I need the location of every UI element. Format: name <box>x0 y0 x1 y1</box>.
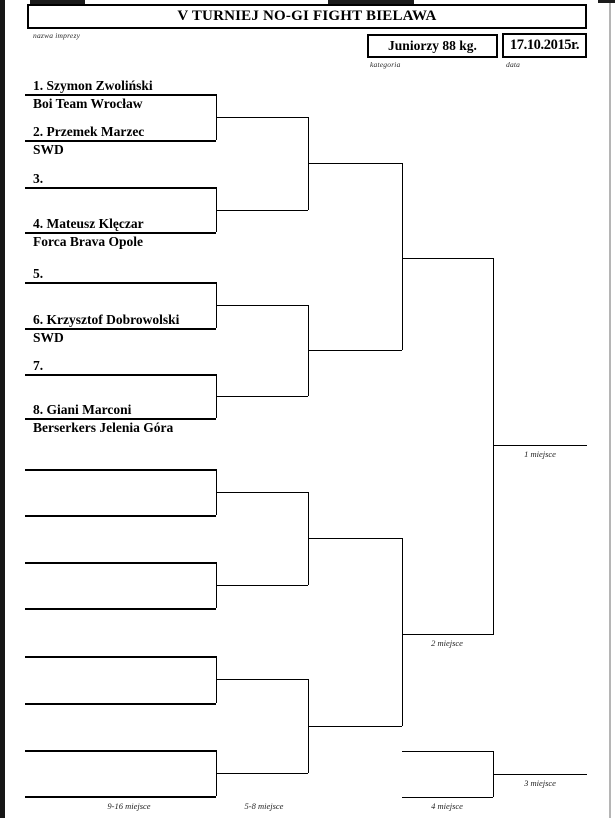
round2-line <box>216 305 308 307</box>
event-title-caption: nazwa imprezy <box>33 31 81 40</box>
round2-line <box>216 492 308 494</box>
date-caption: data <box>506 60 521 69</box>
round2-line <box>216 396 308 398</box>
slot-9-line <box>25 469 216 471</box>
round2-line <box>216 679 308 681</box>
slot-5-name: 5. <box>33 266 44 281</box>
event-title-box: V TURNIEJ NO-GI FIGHT BIELAWA <box>27 4 587 29</box>
upper-finalist-line <box>402 258 493 260</box>
slot-4-name: 4. Mateusz Klęczar <box>33 216 144 231</box>
slot-6-line <box>25 328 216 330</box>
slot-3-name: 3. <box>33 171 44 186</box>
slot-7-name: 7. <box>33 358 44 373</box>
page-right-edge <box>609 0 611 818</box>
slot-1-club: Boi Team Wrocław <box>33 96 143 111</box>
semifinal-connector <box>402 538 404 726</box>
slot-7-line <box>25 374 216 376</box>
place-3-label: 3 miejsce <box>524 778 556 788</box>
slot-12-line <box>25 608 216 610</box>
slot-4-line <box>25 232 216 234</box>
slot-3-line <box>25 187 216 189</box>
semifinal-line <box>308 726 402 728</box>
place-4-label: 4 miejsce <box>431 801 463 811</box>
slot-13-line <box>25 656 216 658</box>
slot-8-line <box>25 418 216 420</box>
page-left-border <box>0 0 5 818</box>
round1-connector <box>216 187 218 232</box>
slot-6-name: 6. Krzysztof Dobrowolski <box>33 312 180 327</box>
final-connector <box>493 258 495 635</box>
slot-1-name: 1. Szymon Zwoliński <box>33 78 153 93</box>
places-9-16-label: 9-16 miejsce <box>107 801 151 811</box>
category-box: Juniorzy 88 kg. <box>367 34 498 58</box>
scan-artifact <box>598 0 615 3</box>
date-value: 17.10.2015r. <box>509 37 580 53</box>
slot-8-name: 8. Giani Marconi <box>33 402 132 417</box>
places-5-8-label: 5-8 miejsce <box>244 801 284 811</box>
slot-11-line <box>25 562 216 564</box>
event-title: V TURNIEJ NO-GI FIGHT BIELAWA <box>177 8 437 24</box>
place-1-label: 1 miejsce <box>524 449 556 459</box>
round2-line <box>216 773 308 775</box>
round2-line <box>216 117 308 119</box>
second-place-line <box>402 634 493 636</box>
date-box: 17.10.2015r. <box>502 33 587 58</box>
slot-4-club: Forca Brava Opole <box>33 234 143 249</box>
slot-15-line <box>25 750 216 752</box>
round2-line <box>216 210 308 212</box>
slot-1-line <box>25 94 216 96</box>
slot-2-club: SWD <box>33 142 64 157</box>
slot-5-line <box>25 282 216 284</box>
slot-2-line <box>25 140 216 142</box>
third-place-match-line <box>402 751 493 753</box>
fourth-place-line <box>402 797 493 799</box>
slot-8-club: Berserkers Jelenia Góra <box>33 420 174 435</box>
semifinal-line <box>308 163 402 165</box>
semifinal-connector <box>402 163 404 350</box>
round2-line <box>216 585 308 587</box>
first-place-line <box>493 445 587 447</box>
slot-10-line <box>25 515 216 517</box>
third-place-line <box>493 774 587 776</box>
category-caption: kategoria <box>370 60 401 69</box>
slot-6-club: SWD <box>33 330 64 345</box>
slot-14-line <box>25 703 216 705</box>
scan-artifact <box>328 0 414 5</box>
semifinal-line <box>308 538 402 540</box>
semifinal-line <box>308 350 402 352</box>
scan-artifact <box>30 0 85 4</box>
category-value: Juniorzy 88 kg. <box>388 38 477 53</box>
place-2-label: 2 miejsce <box>431 638 463 648</box>
slot-16-line <box>25 796 216 798</box>
slot-2-name: 2. Przemek Marzec <box>33 124 145 139</box>
